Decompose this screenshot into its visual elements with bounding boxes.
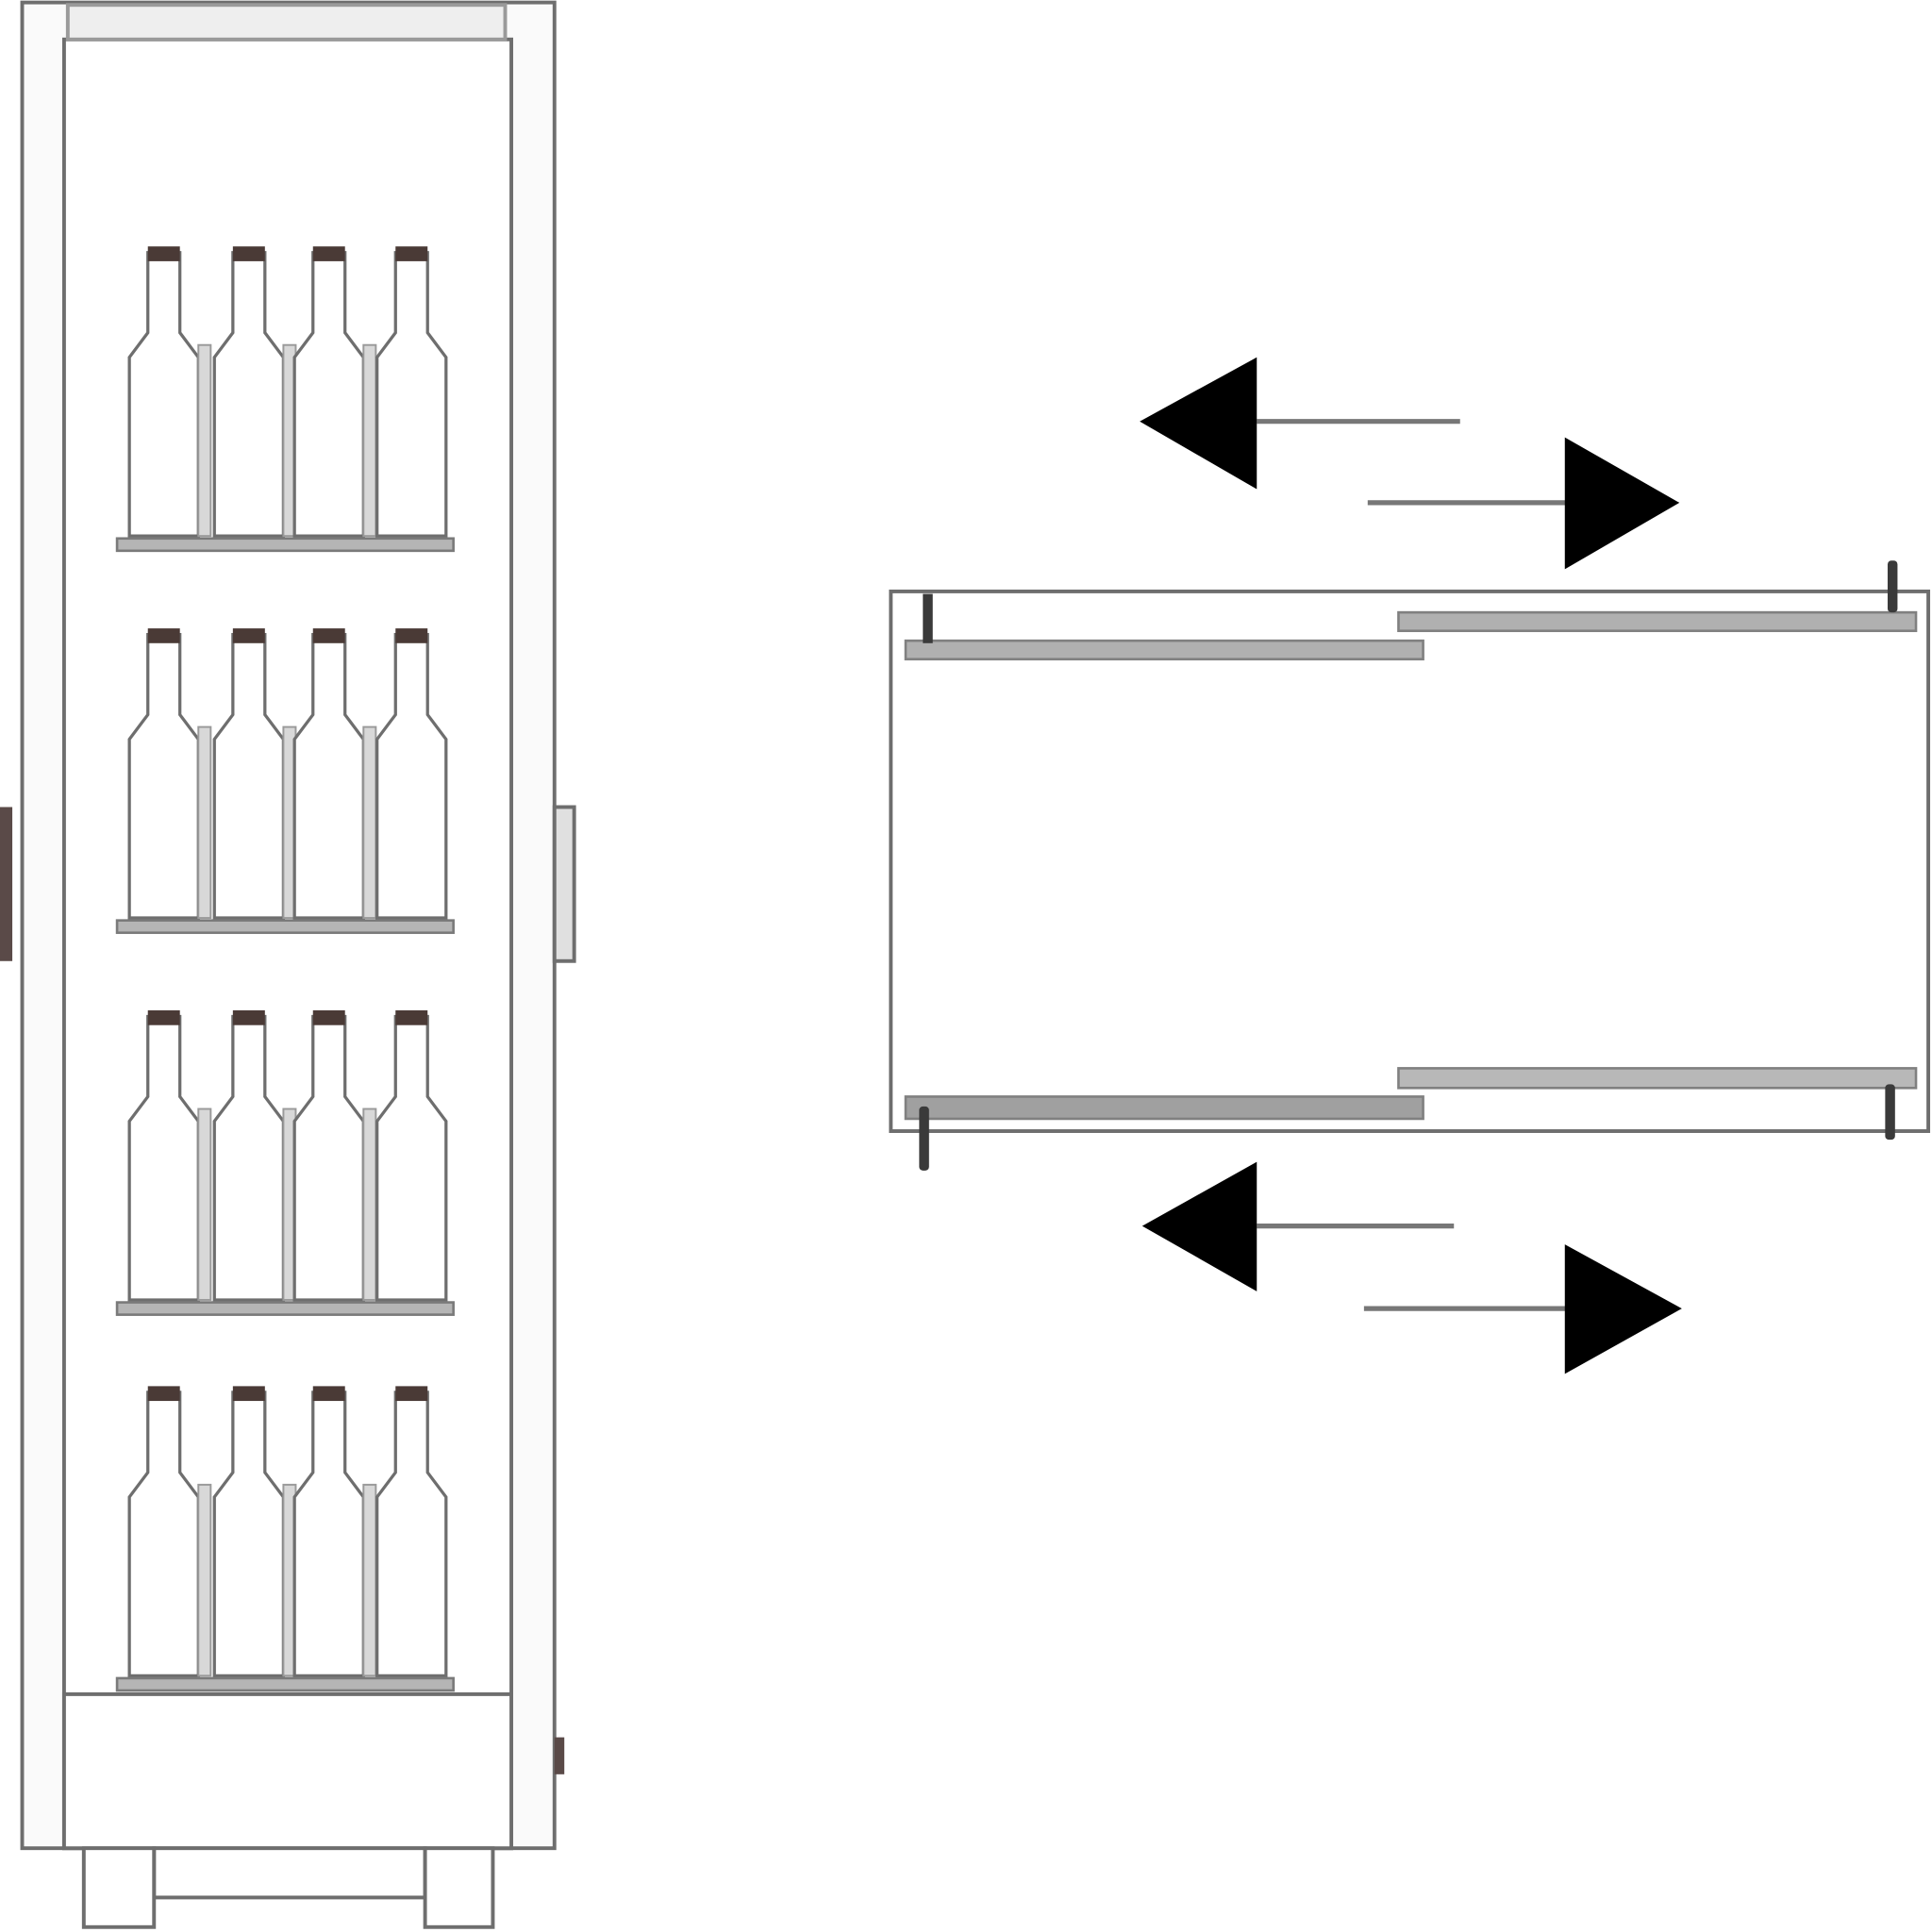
shelf — [115, 1386, 455, 1692]
left-arrow-icon — [1140, 357, 1460, 490]
bottle-cap — [312, 1010, 345, 1025]
bottle-cap — [147, 246, 180, 261]
bottle — [375, 246, 448, 538]
bottle-divider — [362, 1108, 377, 1301]
rail-stop-top-right — [1887, 560, 1898, 613]
bottle — [375, 1386, 448, 1677]
bottom-rail-right — [1397, 1067, 1918, 1090]
right-arrow-icon — [1367, 437, 1680, 570]
bottle-divider — [362, 725, 377, 920]
right-arrow-icon — [1363, 1244, 1682, 1374]
left-arrow-icon — [1141, 1161, 1455, 1291]
bottle-cap — [395, 628, 428, 643]
bottle-cap — [232, 1010, 265, 1025]
rail-stop-top-left — [923, 593, 933, 643]
cabinet-left-handle — [0, 807, 13, 961]
cabinet-foot-right — [423, 1846, 495, 1929]
bottle — [292, 1010, 377, 1302]
bottle-divider — [362, 1483, 377, 1677]
bottle-cap — [147, 628, 180, 643]
bottle-divider — [197, 725, 212, 920]
shelf — [115, 246, 455, 553]
shelf-board — [115, 537, 455, 553]
drawer-slide — [889, 560, 1931, 1171]
bottle-divider — [362, 343, 377, 538]
bottle-cap — [232, 1386, 265, 1402]
shelf-board — [115, 1301, 455, 1316]
top-rail-right — [1397, 610, 1918, 633]
bottle-divider — [197, 1108, 212, 1301]
shelves — [115, 246, 455, 1692]
cabinet-right-handle — [552, 805, 576, 963]
bottle — [375, 628, 448, 920]
bottle-cap — [312, 1386, 345, 1402]
bottle-cap — [395, 246, 428, 261]
bottle-cap — [395, 1010, 428, 1025]
rail-stop-bottom-right — [1885, 1084, 1895, 1141]
cabinet-foot-left — [81, 1846, 157, 1929]
bottle — [212, 628, 297, 920]
bottom-rail-left — [904, 1095, 1424, 1121]
cabinet-knob — [554, 1737, 565, 1774]
shelf-board — [115, 1676, 455, 1692]
bottle-divider — [197, 343, 212, 538]
bottle-cap — [395, 1386, 428, 1402]
drawer-frame — [889, 589, 1931, 1133]
bottle-divider — [197, 1483, 212, 1677]
bottle-cap — [232, 628, 265, 643]
wine-cabinet — [0, 0, 576, 1929]
bottle-cap — [232, 246, 265, 261]
cabinet-base — [152, 1846, 427, 1900]
bottle — [127, 246, 212, 538]
bottle — [212, 1386, 297, 1677]
bottle — [292, 1386, 377, 1677]
top-rail-left — [904, 639, 1424, 661]
shelf-board — [115, 919, 455, 935]
bottle — [127, 1010, 212, 1302]
arrows — [1140, 357, 1682, 1374]
bottle-cap — [312, 628, 345, 643]
bottle — [127, 628, 212, 920]
bottle — [292, 246, 377, 538]
rail-stop-bottom-left — [919, 1106, 929, 1171]
bottle — [127, 1386, 212, 1677]
bottle-cap — [312, 246, 345, 261]
bottle — [212, 246, 297, 538]
cabinet-top-band — [65, 3, 508, 42]
bottle-cap — [147, 1386, 180, 1402]
bottle — [375, 1010, 448, 1302]
cabinet-bottom-panel — [61, 1691, 513, 1851]
bottle-cap — [147, 1010, 180, 1025]
shelf — [115, 628, 455, 935]
shelf — [115, 1010, 455, 1316]
bottle — [292, 628, 377, 920]
